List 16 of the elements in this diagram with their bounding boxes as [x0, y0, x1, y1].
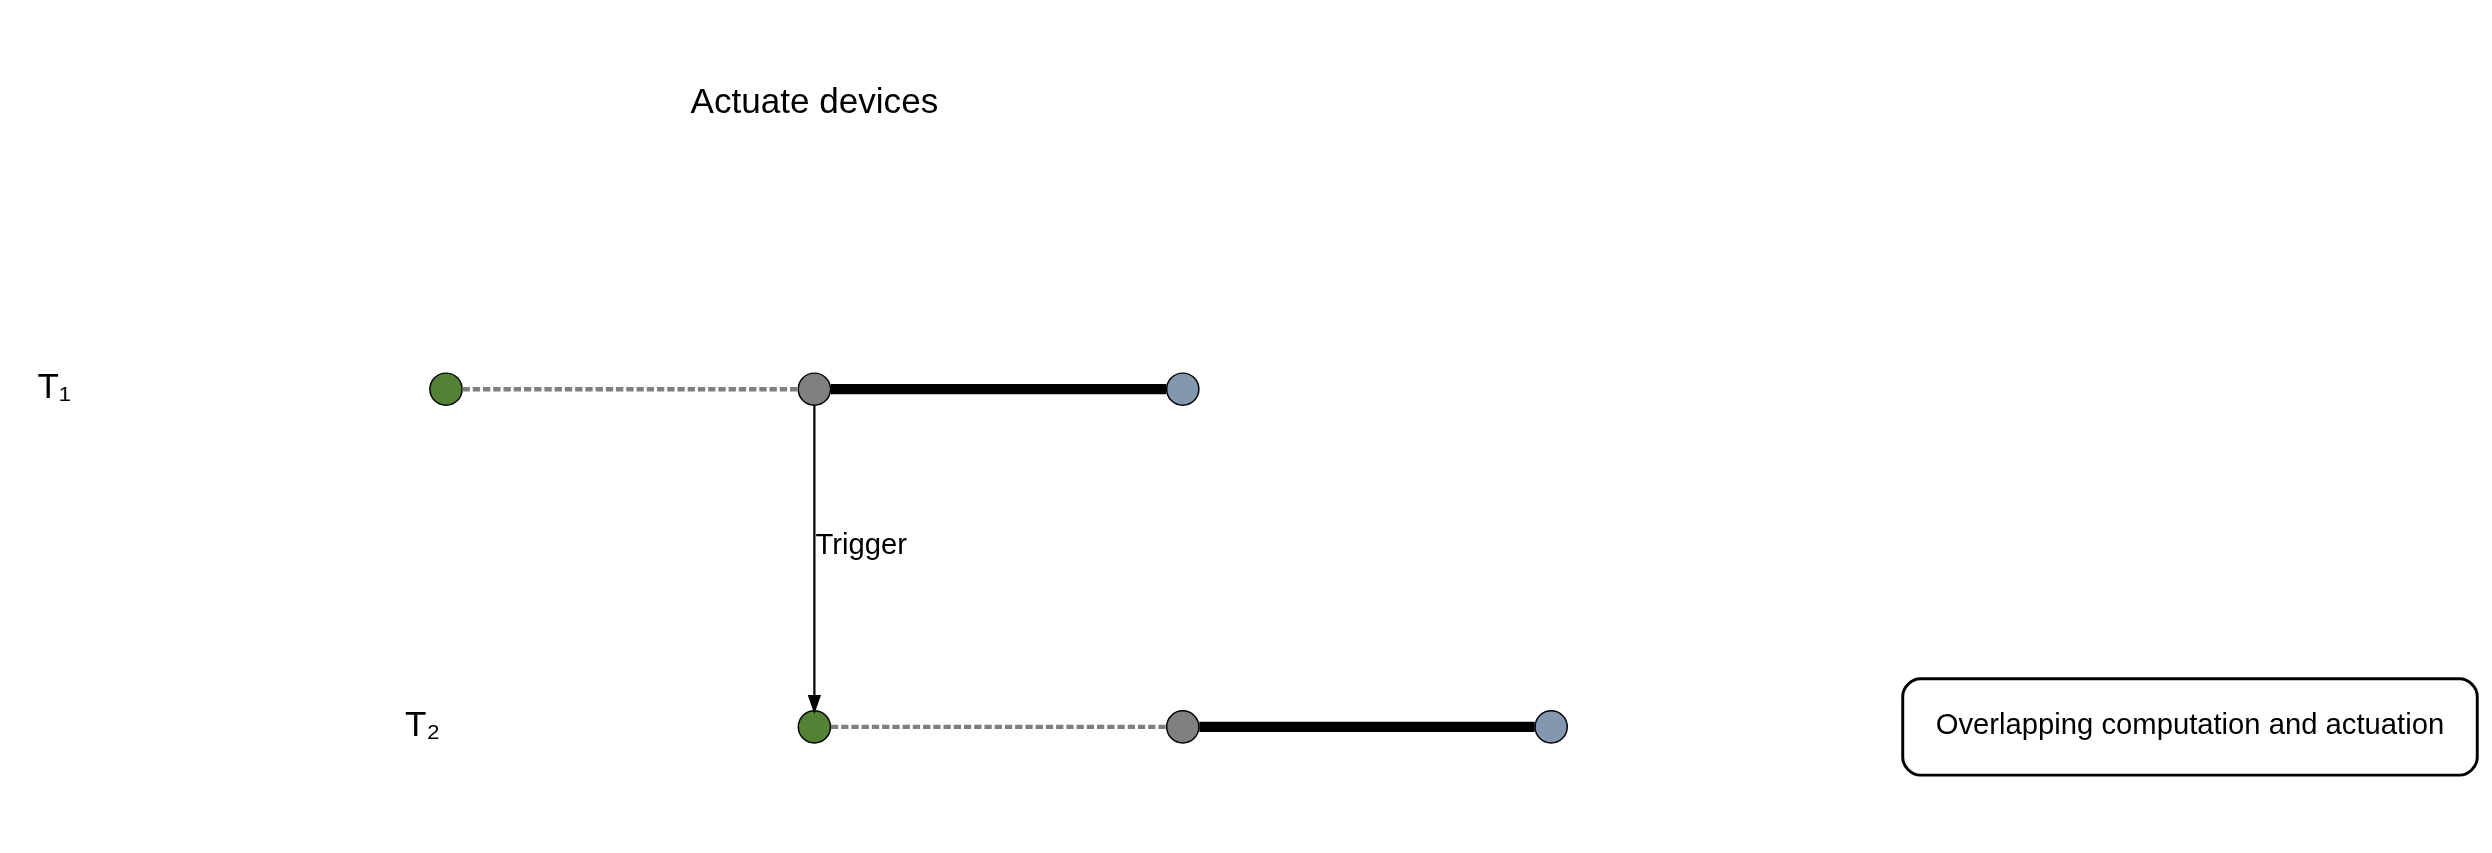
node-box: Overlapping computation and actuation: [1901, 677, 2479, 777]
connector: [462, 387, 798, 392]
label: T₂: [405, 703, 441, 743]
connector: [1199, 721, 1535, 733]
label: Actuate devices: [690, 81, 939, 121]
node-circle: [1165, 372, 1200, 407]
node-circle: [1534, 710, 1568, 744]
edge-label: Trigger: [815, 528, 907, 561]
connector: [830, 724, 1167, 730]
connector: [830, 384, 1167, 395]
arrow: [807, 405, 822, 715]
node-circle: [797, 372, 832, 407]
node-circle: [429, 372, 463, 407]
node-circle: [1165, 710, 1200, 744]
node-circle: [797, 710, 832, 744]
label: T₁: [37, 366, 71, 406]
